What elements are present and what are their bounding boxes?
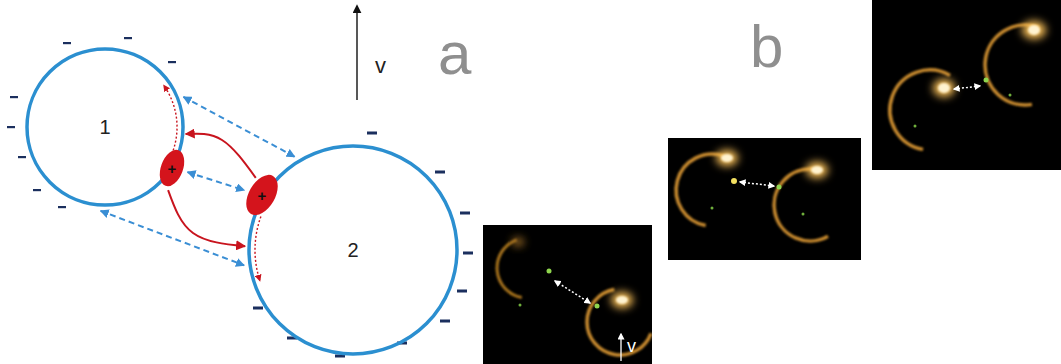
bubble-glow bbox=[512, 238, 524, 246]
bubble-rim bbox=[774, 169, 828, 241]
negative-charge-symbol bbox=[58, 206, 66, 208]
panel-label: b bbox=[750, 17, 783, 77]
bubble-glow-core bbox=[721, 154, 733, 162]
bubble-outline bbox=[249, 146, 457, 354]
interaction-arrow bbox=[183, 97, 294, 157]
bubble-rim bbox=[497, 240, 522, 298]
light-spot bbox=[547, 269, 552, 274]
charge-drift-arc bbox=[255, 217, 261, 281]
attraction-arrow bbox=[186, 134, 256, 178]
negative-charge-symbol bbox=[435, 171, 445, 174]
negative-charge-symbol bbox=[7, 126, 15, 128]
velocity-arrow bbox=[620, 334, 621, 361]
negative-charge-symbol bbox=[124, 37, 132, 39]
photo-frame bbox=[668, 138, 861, 260]
panel-label: a bbox=[438, 24, 471, 84]
distance-arrow bbox=[740, 182, 774, 186]
negative-charge-symbol bbox=[460, 212, 470, 215]
negative-charge-symbol bbox=[63, 42, 71, 44]
charge-patch: + bbox=[236, 169, 288, 221]
light-spot bbox=[984, 78, 989, 83]
attraction-arrow bbox=[168, 190, 245, 246]
bubble-circle: 2 bbox=[245, 142, 461, 358]
negative-charge-symbol bbox=[168, 61, 176, 63]
bubble-glow bbox=[933, 79, 955, 97]
light-spot bbox=[731, 178, 737, 184]
bubble-circle: 1 bbox=[23, 45, 187, 209]
charge-patch-shape bbox=[240, 169, 285, 220]
negative-charge-symbol bbox=[440, 320, 450, 323]
velocity-arrow bbox=[356, 6, 357, 100]
bubble-outline bbox=[27, 49, 183, 205]
charge-patch-shape bbox=[155, 146, 189, 189]
negative-charge-symbol bbox=[457, 290, 467, 293]
charge-sign: + bbox=[258, 188, 267, 203]
bubble-glow-core bbox=[616, 296, 628, 304]
distance-arrow bbox=[555, 281, 590, 303]
photo-background bbox=[872, 0, 1061, 170]
distance-arrow bbox=[954, 86, 980, 89]
bubble-glow-core bbox=[938, 83, 950, 93]
charge-patch: + bbox=[149, 145, 195, 191]
bubble-glow bbox=[611, 292, 633, 308]
bubble-number: 2 bbox=[347, 240, 358, 260]
photo-frame bbox=[872, 0, 1061, 170]
light-spot bbox=[914, 125, 917, 128]
bubble-glow-core bbox=[1028, 25, 1040, 35]
bubble-rim bbox=[676, 154, 724, 225]
light-spot bbox=[711, 207, 714, 210]
negative-charge-symbol bbox=[10, 96, 18, 98]
light-spot bbox=[1009, 94, 1012, 97]
bubble-glow bbox=[806, 162, 828, 178]
negative-charge-symbol bbox=[463, 252, 473, 255]
photo-background bbox=[483, 225, 652, 364]
light-spot bbox=[777, 185, 782, 190]
bubble-glow-core bbox=[811, 166, 823, 174]
bubble-rim bbox=[587, 290, 651, 356]
interaction-arrow bbox=[187, 172, 244, 190]
photo-background bbox=[668, 138, 861, 260]
photo-frame bbox=[483, 225, 652, 364]
light-spot bbox=[802, 213, 805, 216]
bubble-glow bbox=[716, 150, 738, 166]
bubble-number: 1 bbox=[99, 117, 110, 137]
negative-charge-symbol bbox=[33, 189, 41, 191]
negative-charge-symbol bbox=[367, 132, 377, 135]
bubble-glow bbox=[1022, 21, 1046, 39]
light-spot bbox=[519, 304, 522, 307]
velocity-label: v bbox=[375, 55, 386, 77]
interaction-arrow bbox=[101, 211, 244, 265]
negative-charge-symbol bbox=[253, 307, 263, 310]
negative-charge-symbol bbox=[18, 156, 26, 158]
light-spot bbox=[595, 304, 600, 309]
velocity-label: v bbox=[627, 337, 636, 355]
charge-sign: + bbox=[168, 161, 177, 176]
negative-charges bbox=[7, 37, 473, 358]
